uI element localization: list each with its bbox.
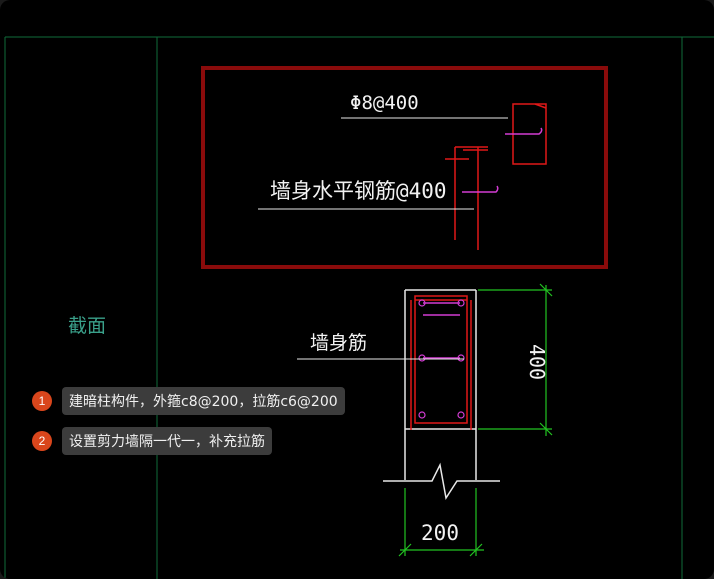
tie-bars xyxy=(423,302,460,359)
dim-height xyxy=(478,283,553,436)
dim-height-label: 400 xyxy=(525,344,549,380)
hook-detail-1 xyxy=(505,127,543,135)
dim-width-label: 200 xyxy=(421,521,459,545)
hook-detail-2 xyxy=(462,185,499,193)
wall-rebar-label: 墙身筋 xyxy=(310,332,367,354)
section-label: 截面 xyxy=(68,315,106,337)
annotation-text-2: 设置剪力墙隔一代一，补充拉筋 xyxy=(62,427,272,455)
vertical-bar-detail xyxy=(445,146,488,250)
detail-label-1: Φ8@400 xyxy=(350,92,419,114)
detail-frame xyxy=(201,66,608,269)
sheet-grid xyxy=(4,36,714,579)
column-stirrup xyxy=(410,295,472,430)
wall-outline xyxy=(383,289,500,500)
dim-width xyxy=(398,488,484,557)
detail-label-2: 墙身水平钢筋@400 xyxy=(270,179,447,203)
annotation-number-2: 2 xyxy=(32,431,52,451)
annotation-number-1: 1 xyxy=(32,391,52,411)
annotation-1[interactable]: 1 建暗柱构件，外箍c8@200，拉筋c6@200 xyxy=(32,387,345,415)
annotation-text-1: 建暗柱构件，外箍c8@200，拉筋c6@200 xyxy=(62,387,345,415)
annotation-2[interactable]: 2 设置剪力墙隔一代一，补充拉筋 xyxy=(32,427,272,455)
